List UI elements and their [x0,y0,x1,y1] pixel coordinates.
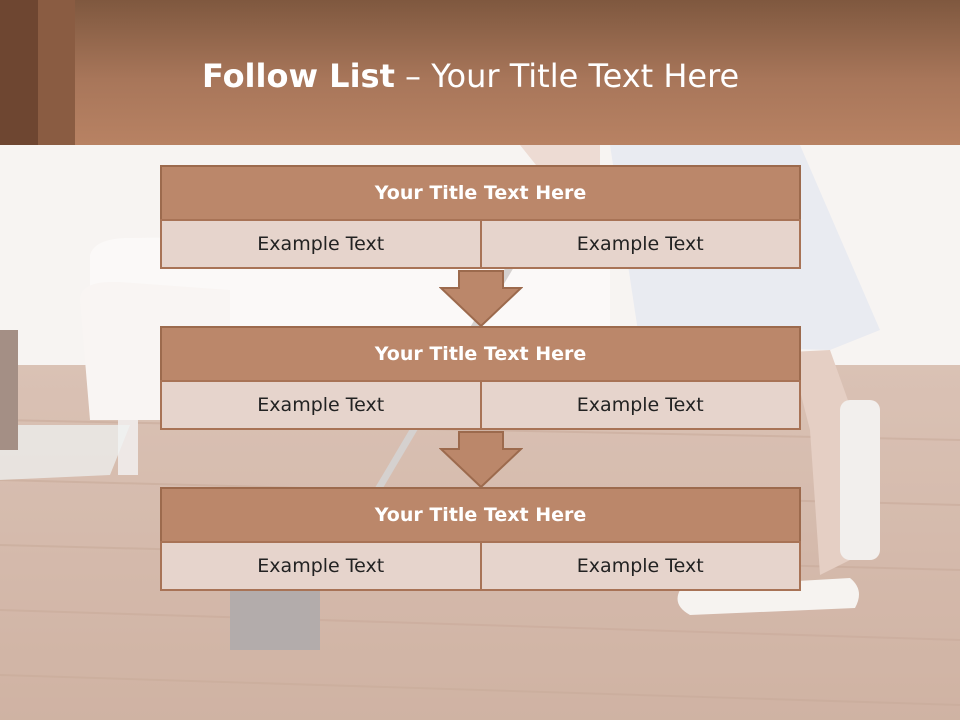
block-cell-right: Example Text [479,541,801,591]
list-block-2: Your Title Text Here Example Text Exampl… [160,326,801,430]
down-arrow-icon [439,270,523,328]
block-title: Your Title Text Here [160,487,801,543]
header-accent-dark [0,0,38,145]
block-cell-left: Example Text [160,380,482,430]
header-accent-medium [38,0,75,145]
slide-title-bold: Follow List [202,57,395,95]
down-arrow-icon [439,431,523,489]
slide-title: Follow List – Your Title Text Here [202,56,739,96]
block-row: Example Text Example Text [160,219,801,269]
block-cell-left: Example Text [160,219,482,269]
block-title: Your Title Text Here [160,326,801,382]
block-row: Example Text Example Text [160,380,801,430]
list-block-3: Your Title Text Here Example Text Exampl… [160,487,801,591]
block-cell-left: Example Text [160,541,482,591]
block-title: Your Title Text Here [160,165,801,221]
slide-title-rest: – Your Title Text Here [394,57,740,95]
header-band [0,0,960,145]
block-cell-right: Example Text [479,219,801,269]
list-block-1: Your Title Text Here Example Text Exampl… [160,165,801,269]
block-cell-right: Example Text [479,380,801,430]
block-row: Example Text Example Text [160,541,801,591]
